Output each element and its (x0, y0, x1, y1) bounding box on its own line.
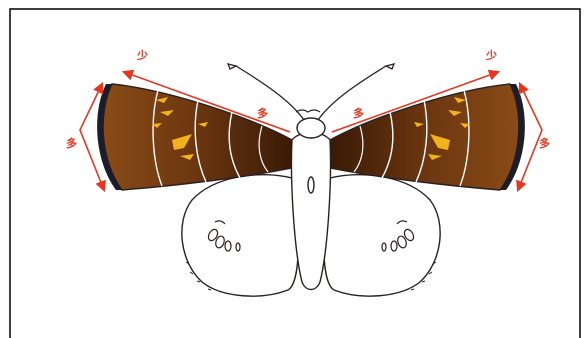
label-many-right-inner: 多 (353, 106, 364, 120)
label-many-left-edge: 多 (66, 136, 77, 150)
label-few-left: 少 (136, 48, 148, 62)
left-hindwing (182, 175, 298, 296)
antennae (228, 64, 394, 120)
label-few-right: 少 (485, 48, 497, 62)
label-many-right-edge: 多 (539, 136, 550, 150)
label-many-left-inner: 多 (257, 106, 268, 120)
right-hindwing (324, 175, 440, 296)
